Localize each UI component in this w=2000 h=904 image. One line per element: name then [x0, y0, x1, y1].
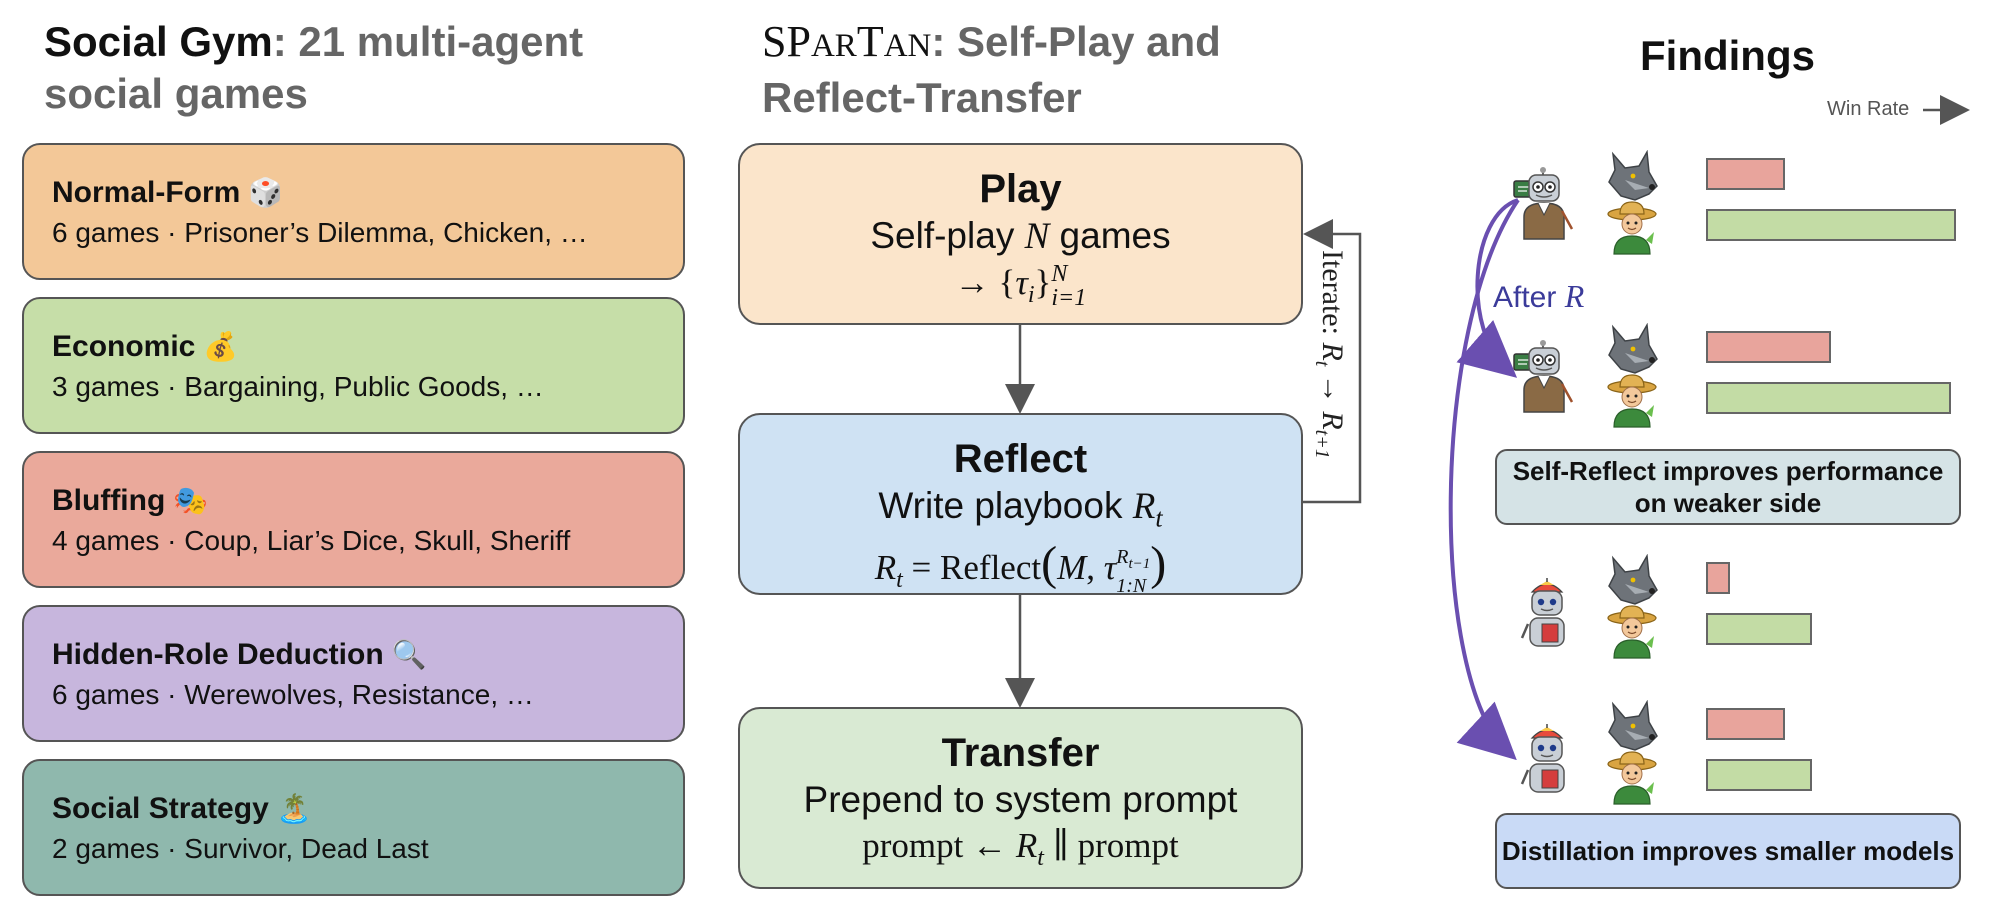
wolf-icon	[1608, 150, 1658, 201]
game-card-desc: 4 games · Coup, Liar’s Dice, Skull, Sher…	[52, 525, 571, 556]
reflect-title: Reflect	[953, 437, 1088, 481]
transfer-title: Transfer	[941, 731, 1100, 775]
wolf-icon	[1608, 554, 1658, 605]
social-gym-title: Social Gym: 21 multi-agent social games	[44, 16, 684, 120]
game-card-title: Hidden-Role Deduction🔍	[52, 638, 427, 671]
win-rate-bar-wolf	[1706, 331, 1831, 363]
findings-title: Findings	[1640, 32, 1815, 79]
win-rate-bar-farmer	[1706, 759, 1812, 791]
game-card-desc: 3 games · Bargaining, Public Goods, …	[52, 371, 544, 402]
social-gym-title-rest: : 21 multi-agent	[272, 18, 584, 65]
reflect-stage: Reflect Write playbook Rt Rt = Reflect(M…	[738, 413, 1303, 597]
game-card-hidden-role-deduction: Hidden-Role Deduction🔍 6 games · Werewolv…	[22, 605, 685, 742]
game-card-title: Bluffing🎭	[52, 484, 209, 517]
transfer-line: Prepend to system prompt	[803, 779, 1238, 820]
play-title: Play	[979, 167, 1062, 211]
game-card-title: Economic💰	[52, 330, 239, 363]
game-card-normal-form: Normal-Form🎲 6 games · Prisoner’s Dilemma…	[22, 143, 685, 280]
win-rate-bar-wolf	[1706, 708, 1785, 740]
iterate-loop-arrow	[1303, 219, 1362, 504]
spartan-title: SPARTAN: Self-Play and Reflect-Transfer	[762, 16, 1362, 124]
game-category-icon: 🔍	[391, 639, 427, 670]
game-category-icon: 🎭	[173, 485, 209, 516]
finding-distillation-box: Distillation improves smaller models	[1495, 813, 1961, 889]
win-rate-bar-farmer	[1706, 382, 1951, 414]
game-card-desc: 2 games · Survivor, Dead Last	[52, 833, 429, 864]
finding-self-reflect-box: Self-Reflect improves performance on wea…	[1495, 449, 1961, 525]
game-card-social-strategy: Social Strategy🏝️ 2 games · Survivor, Dea…	[22, 759, 685, 896]
small-robot-icon	[1520, 578, 1565, 647]
game-card-desc: 6 games · Werewolves, Resistance, …	[52, 679, 534, 710]
farmer-icon	[1607, 201, 1657, 255]
spartan-title-rest: : Self-Play and	[931, 18, 1221, 65]
game-card-title: Normal-Form🎲	[52, 176, 284, 209]
game-card-title: Social Strategy🏝️	[52, 792, 312, 825]
win-rate-bar-wolf	[1706, 562, 1730, 594]
game-card-desc: 6 games · Prisoner’s Dilemma, Chicken, …	[52, 217, 588, 248]
spartan-title-line2: Reflect-Transfer	[762, 74, 1082, 121]
win-rate-bar-wolf	[1706, 158, 1785, 190]
wolf-icon	[1608, 323, 1658, 374]
social-gym-title-bold: Social Gym	[44, 18, 273, 65]
game-card-economic: Economic💰 3 games · Bargaining, Public Go…	[22, 297, 685, 434]
game-category-icon: 💰	[203, 331, 239, 362]
game-category-icon: 🎲	[248, 177, 284, 208]
distillation-arrow	[1448, 198, 1520, 761]
spartan-name: SPARTAN	[762, 17, 932, 66]
social-gym-title-line2: social games	[44, 70, 308, 117]
after-r-arrow	[1456, 198, 1519, 378]
win-rate-bar-farmer	[1706, 209, 1956, 241]
teacher-robot-icon	[1513, 167, 1574, 240]
reflect-line: Write playbook Rt	[878, 485, 1163, 533]
play-line: Self-play N games	[870, 215, 1171, 257]
wolf-icon	[1608, 700, 1658, 751]
farmer-icon	[1607, 374, 1657, 428]
small-robot-icon	[1520, 724, 1565, 793]
win-rate-bar-farmer	[1706, 613, 1812, 645]
teacher-robot-icon	[1513, 340, 1574, 413]
transfer-formula: prompt ← Rt ∥ prompt	[862, 826, 1179, 871]
after-r-label: After R	[1493, 278, 1585, 314]
iterate-label: Iterate: Rt → Rt+1	[1311, 250, 1349, 459]
farmer-icon	[1607, 605, 1657, 659]
farmer-icon	[1607, 751, 1657, 805]
winrate-label: Win Rate	[1827, 98, 1910, 120]
game-card-bluffing: Bluffing🎭 4 games · Coup, Liar’s Dice, Sk…	[22, 451, 685, 588]
transfer-stage: Transfer Prepend to system prompt prompt…	[738, 707, 1303, 889]
game-category-icon: 🏝️	[276, 793, 312, 824]
